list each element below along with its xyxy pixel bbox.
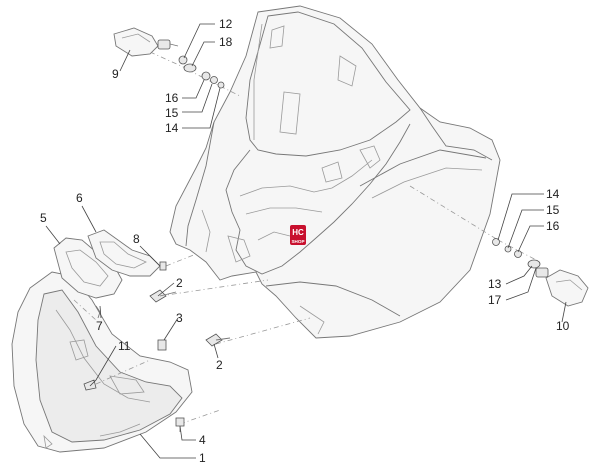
- callout-10: 10: [556, 319, 570, 333]
- hc-shop-logo: HC SHOP: [290, 225, 306, 245]
- callout-7: 7: [96, 319, 103, 333]
- callout-14: 14: [546, 187, 560, 201]
- callout-1: 1: [199, 451, 206, 465]
- callout-11: 11: [118, 339, 131, 353]
- callout-16: 16: [165, 91, 179, 105]
- headlight-cover: [11, 271, 193, 453]
- callout-15: 15: [546, 203, 560, 217]
- callout-5: 5: [40, 211, 47, 225]
- front-shield: [169, 5, 501, 339]
- logo-line2: SHOP: [291, 239, 304, 244]
- callout-numbers: 9 12 18 16 15 14 5 6 8 2 7 3 11 2 4 1 14…: [40, 17, 570, 465]
- left-signal-hardware: [178, 55, 225, 89]
- callout-3: 3: [176, 311, 183, 325]
- callout-4: 4: [199, 433, 206, 447]
- callout-9: 9: [112, 67, 119, 81]
- callout-12: 12: [219, 17, 233, 31]
- callout-8: 8: [133, 232, 140, 246]
- assembly-lines: [73, 51, 541, 425]
- callout-18: 18: [219, 35, 233, 49]
- logo-line1: HC: [292, 228, 304, 237]
- callout-17: 17: [488, 293, 502, 307]
- callout-16: 16: [546, 219, 560, 233]
- turn-signal-right: [535, 267, 589, 307]
- turn-signal-left: [113, 27, 179, 57]
- callout-14: 14: [165, 121, 179, 135]
- callout-2: 2: [176, 276, 183, 290]
- lens-reflector: [53, 237, 123, 299]
- callout-15: 15: [165, 106, 179, 120]
- callout-13: 13: [488, 277, 502, 291]
- right-signal-hardware: [492, 238, 541, 269]
- callout-2: 2: [216, 358, 223, 372]
- callout-6: 6: [76, 191, 83, 205]
- leader-lines: [45, 23, 567, 459]
